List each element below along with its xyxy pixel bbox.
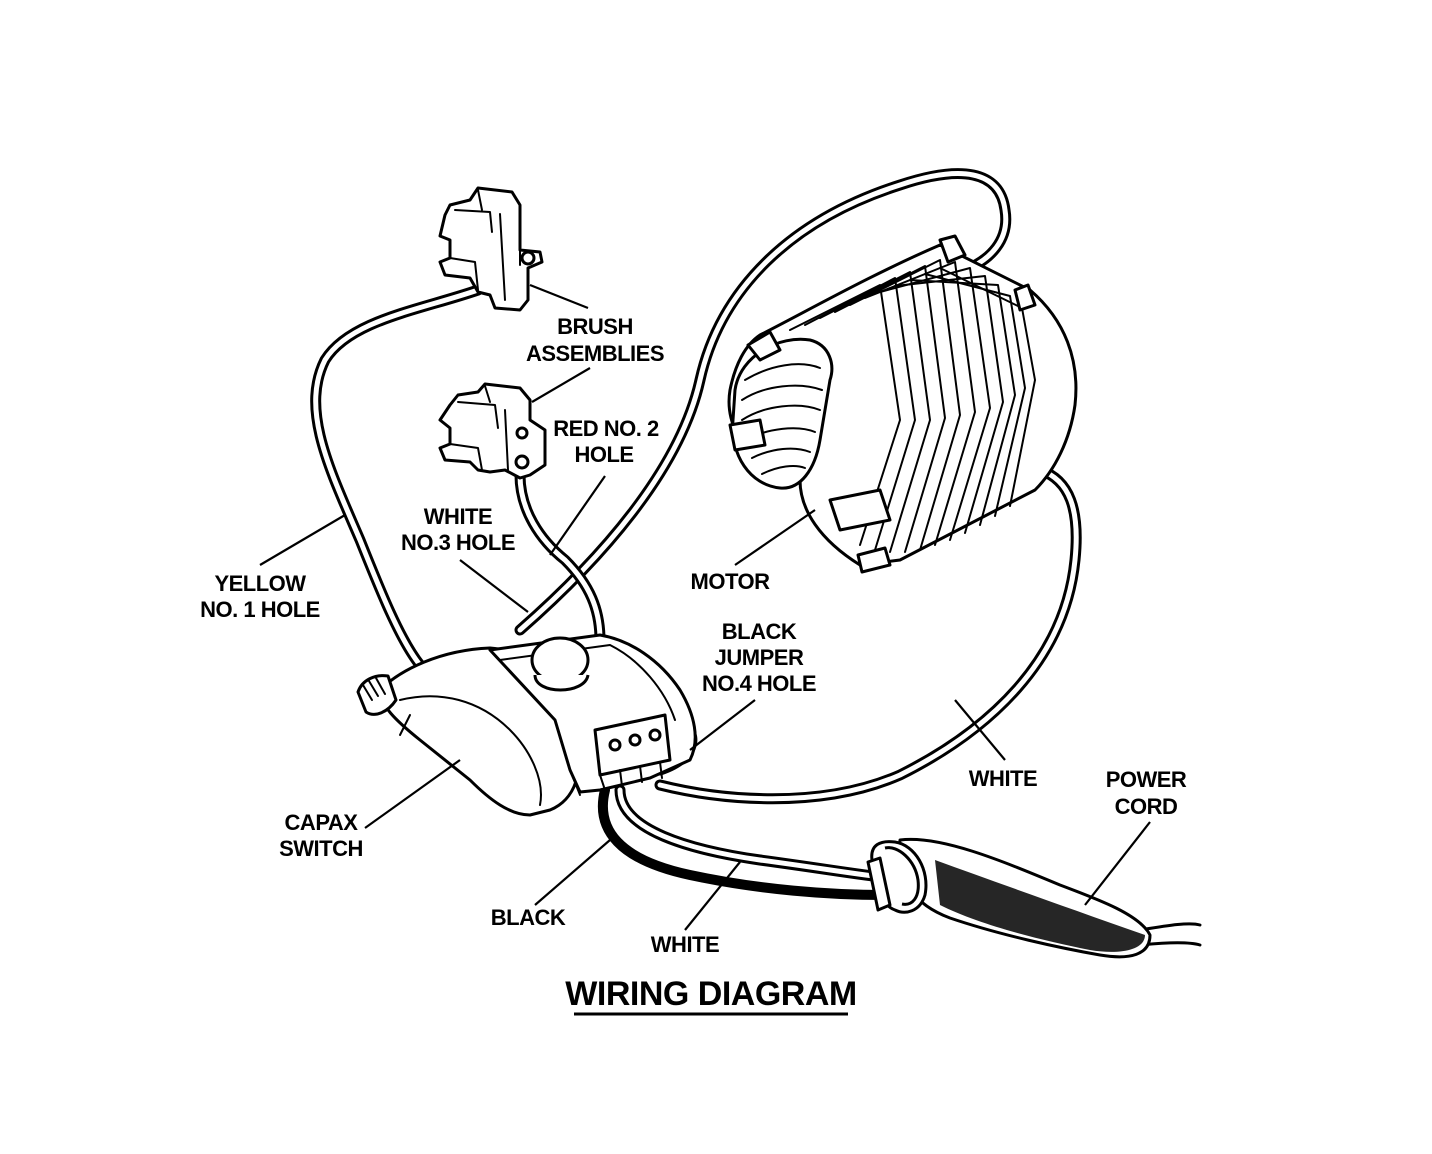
labels: BRUSH ASSEMBLIES RED NO. 2 HOLE WHITE NO… bbox=[200, 314, 1187, 1016]
capax-switch bbox=[356, 633, 697, 817]
label-red-hole-line2: HOLE bbox=[574, 442, 633, 467]
label-motor: MOTOR bbox=[691, 569, 771, 594]
label-capax-line2: SWITCH bbox=[279, 836, 363, 861]
label-black-jumper-line1: BLACK bbox=[722, 619, 797, 644]
label-red-hole-line1: RED NO. 2 bbox=[553, 416, 659, 441]
lower-brush-assembly bbox=[438, 382, 547, 480]
motor-laminations bbox=[789, 259, 1036, 553]
cord-white-wire bbox=[614, 784, 896, 884]
upper-brush-assembly bbox=[438, 186, 544, 312]
label-yellow-line1: YELLOW bbox=[214, 571, 306, 596]
diagram-title: WIRING DIAGRAM bbox=[565, 975, 856, 1013]
label-brush-line2: ASSEMBLIES bbox=[526, 341, 664, 366]
label-brush-line1: BRUSH bbox=[557, 314, 633, 339]
label-yellow-line2: NO. 1 HOLE bbox=[200, 597, 320, 622]
label-white-no3-line1: WHITE bbox=[424, 504, 492, 529]
label-black-jumper-line3: NO.4 HOLE bbox=[702, 671, 816, 696]
label-white-no3-line2: NO.3 HOLE bbox=[401, 530, 515, 555]
leader-lines bbox=[259, 283, 1151, 931]
label-power-cord-line1: POWER bbox=[1106, 767, 1187, 792]
label-black-jumper-line2: JUMPER bbox=[715, 645, 804, 670]
wires bbox=[310, 168, 1082, 900]
white-right-wire bbox=[654, 464, 1082, 805]
cord-black-wire bbox=[597, 785, 890, 900]
power-cord bbox=[866, 837, 1202, 959]
label-white-bottom: WHITE bbox=[651, 932, 719, 957]
label-black-bottom: BLACK bbox=[491, 905, 566, 930]
motor bbox=[727, 234, 1078, 574]
label-capax-line1: CAPAX bbox=[285, 810, 359, 835]
yellow-wire bbox=[310, 284, 484, 671]
red-wire bbox=[514, 469, 606, 646]
label-white-right: WHITE bbox=[969, 766, 1037, 791]
white-loop-wire bbox=[514, 168, 1012, 636]
label-power-cord-line2: CORD bbox=[1115, 794, 1178, 819]
